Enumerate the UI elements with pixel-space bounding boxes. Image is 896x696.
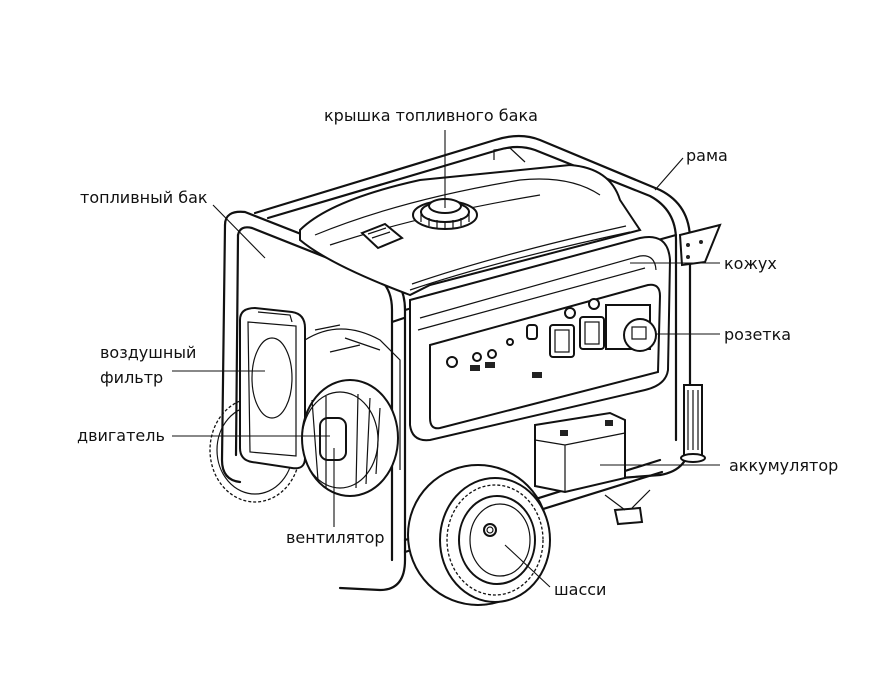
- leader-chassis: [504, 544, 551, 588]
- air-filter: [239, 306, 306, 470]
- label-casing: кожух: [724, 254, 777, 273]
- label-air-filter-line2: фильтр: [100, 368, 164, 387]
- fuel-tank: [299, 163, 642, 297]
- front-wheel: [407, 464, 551, 606]
- handle: [680, 384, 706, 463]
- frame: [220, 134, 722, 592]
- battery: [534, 411, 651, 526]
- label-frame: рама: [686, 146, 728, 165]
- label-chassis: шасси: [554, 580, 607, 599]
- label-fuel-tank: топливный бак: [80, 188, 208, 207]
- engine: [301, 324, 401, 497]
- leader-frame: [654, 157, 684, 191]
- label-battery: аккумулятор: [729, 456, 839, 475]
- label-socket: розетка: [724, 325, 792, 344]
- label-fuel-cap: крышка топливного бака: [324, 106, 538, 125]
- casing: [409, 236, 672, 442]
- label-air-filter-line1: воздушный: [100, 343, 197, 362]
- label-engine: двигатель: [77, 426, 165, 445]
- leader-fuel-tank: [212, 204, 266, 259]
- label-fan: вентилятор: [286, 528, 385, 547]
- leader-lines: [172, 130, 720, 588]
